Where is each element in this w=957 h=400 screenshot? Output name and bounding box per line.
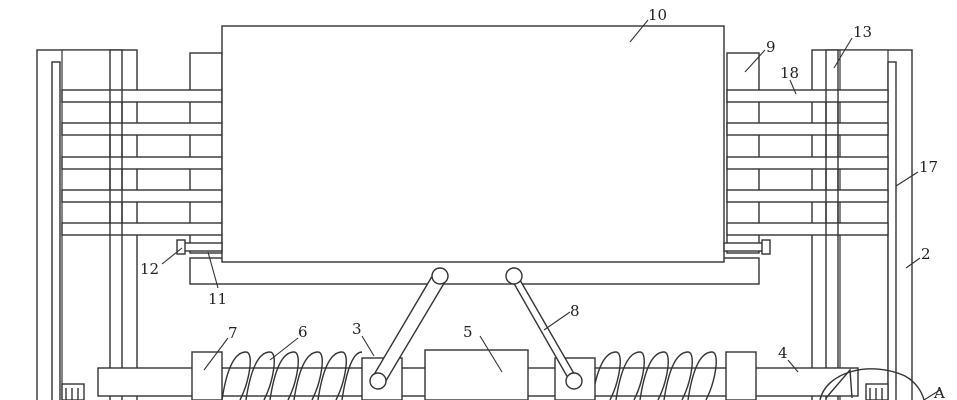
label-10: 10 [648, 6, 667, 24]
right-pin-bolt [723, 239, 771, 255]
label-6: 6 [298, 323, 308, 341]
right-inner-rod [887, 61, 897, 400]
label-18: 18 [780, 64, 799, 82]
right-dotted-plate [726, 52, 760, 254]
detail-wedge [825, 368, 853, 399]
left-foot-detail [61, 383, 85, 400]
main-box [221, 25, 725, 263]
left-spring-seat [191, 351, 223, 400]
right-spring-seat [725, 351, 757, 400]
label-13: 13 [853, 23, 872, 41]
label-2: 2 [921, 245, 931, 263]
label-17: 17 [919, 158, 938, 176]
left-pin-bolt [176, 239, 223, 255]
right-spring [591, 351, 717, 400]
right-slats [726, 89, 889, 236]
label-12: 12 [140, 260, 159, 278]
label-7: 7 [228, 324, 238, 342]
label-a: A [933, 384, 945, 400]
left-link-arm [369, 267, 449, 390]
label-4: 4 [778, 344, 788, 362]
left-spring [221, 351, 363, 400]
label-11: 11 [208, 290, 227, 308]
label-5: 5 [463, 323, 473, 341]
label-3: 3 [352, 320, 362, 338]
right-foot-detail [865, 383, 889, 400]
label-9: 9 [766, 38, 776, 56]
leader-lines [161, 19, 941, 400]
detail-circle-a [819, 368, 925, 400]
label-8: 8 [570, 302, 580, 320]
left-inner-rod [51, 61, 61, 400]
center-block [424, 349, 529, 400]
right-link-arm [505, 267, 583, 390]
